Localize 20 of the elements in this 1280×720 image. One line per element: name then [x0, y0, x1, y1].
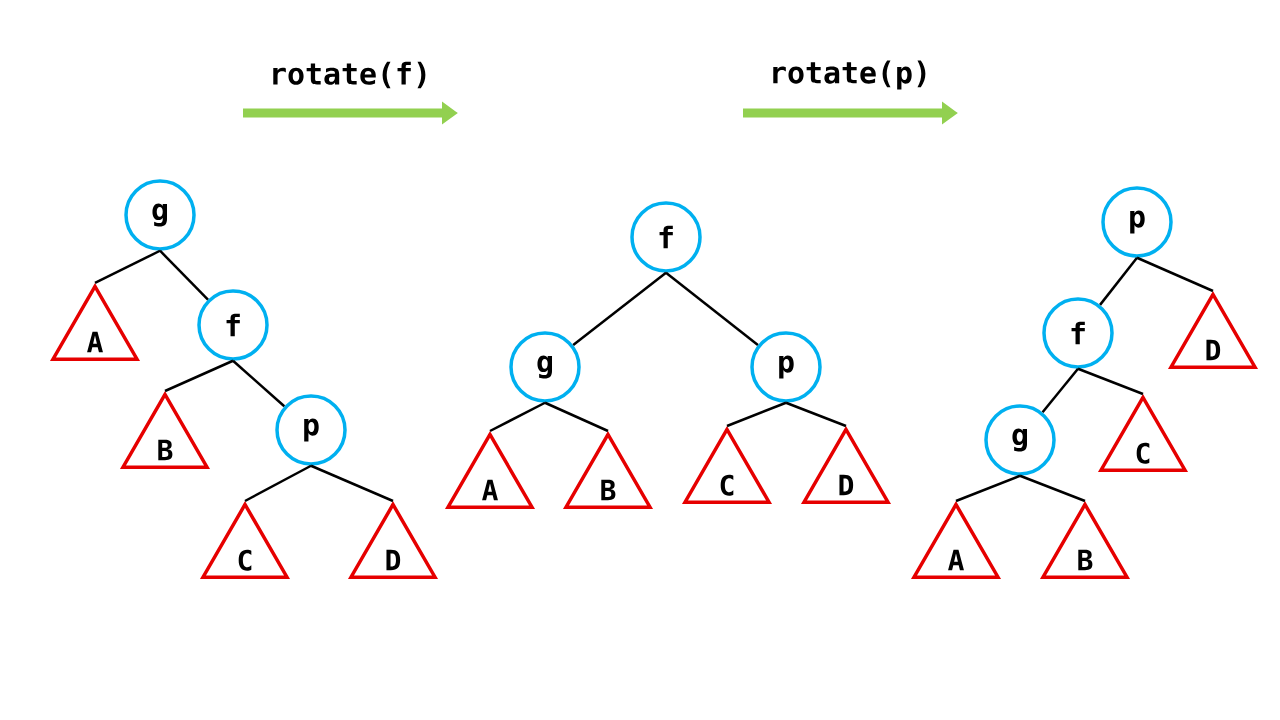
tree-edge — [1077, 367, 1144, 396]
tree-edge — [489, 401, 546, 433]
tree-edge — [232, 359, 286, 408]
tree-edge — [159, 249, 209, 301]
tree-edge — [785, 401, 847, 428]
tree-edge — [665, 271, 759, 346]
tree-edge — [1099, 256, 1138, 306]
tree-edge — [244, 464, 312, 503]
tree-edge — [94, 249, 161, 285]
operation-label: rotate(p) — [773, 60, 926, 90]
tree-edge — [1136, 256, 1214, 293]
tree-edge — [164, 359, 234, 393]
tree-edge — [955, 474, 1021, 503]
tree-edge — [1019, 474, 1086, 503]
operation-label: rotate(f) — [273, 61, 426, 89]
tree-edge — [726, 401, 787, 428]
tree-edge — [310, 464, 394, 503]
tree-edge — [544, 401, 609, 433]
tree-edge — [572, 271, 667, 346]
tree-edge — [1041, 367, 1079, 414]
